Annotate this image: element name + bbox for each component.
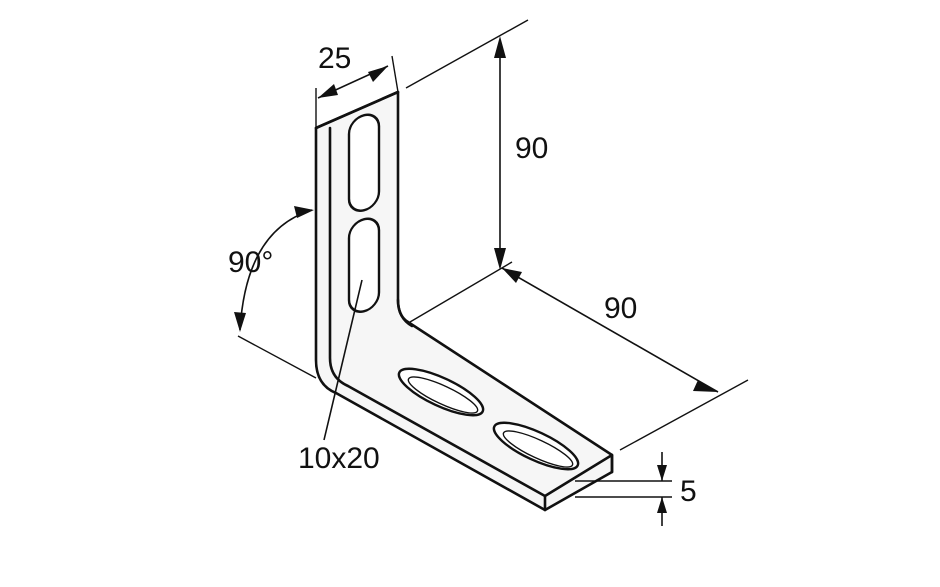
leader-slot-size: 10x20 xyxy=(298,279,380,475)
dimension-width-top: 25 xyxy=(315,42,399,128)
horizontal-slot-far xyxy=(492,421,580,471)
label-height: 90 xyxy=(515,132,548,165)
vertical-leg-inner-edge xyxy=(328,126,547,498)
dimension-length: 90 xyxy=(501,267,749,451)
label-angle: 90° xyxy=(228,246,273,279)
vertical-leg-top-edge xyxy=(314,90,400,130)
dimension-thickness: 5 xyxy=(575,452,697,526)
label-thickness: 5 xyxy=(680,475,697,508)
horizontal-slot-near xyxy=(397,367,485,417)
horizontal-slot-far-inner xyxy=(502,430,574,468)
vertical-slot-lower xyxy=(347,217,381,313)
label-width-top: 25 xyxy=(318,42,351,75)
label-slot-size: 10x20 xyxy=(298,442,380,475)
bracket-part xyxy=(314,90,614,512)
horizontal-leg-end-edge xyxy=(543,453,614,512)
vertical-slot-upper xyxy=(347,113,381,212)
label-length: 90 xyxy=(604,292,637,325)
horizontal-leg-back-edge xyxy=(396,298,414,328)
dimension-angle: 90° xyxy=(228,206,317,379)
dimension-height: 90 xyxy=(405,19,548,323)
horizontal-slot-near-inner xyxy=(407,376,479,414)
